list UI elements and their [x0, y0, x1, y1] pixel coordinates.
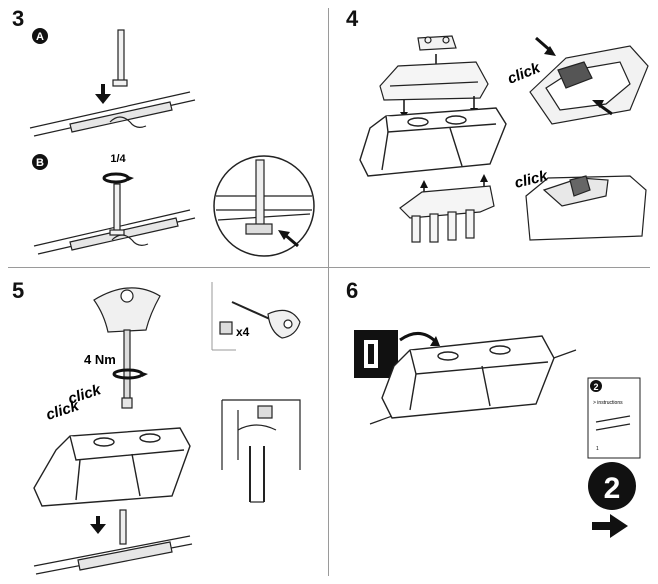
step-6-illustration: 2 > instructions 1 2: [354, 330, 641, 538]
t-bolt-a: [112, 29, 128, 87]
vertical-divider: [328, 8, 329, 576]
foot-cap: [379, 61, 489, 101]
pointer-arrow-icon: [535, 36, 613, 116]
quarter-turn-label: 1/4: [110, 153, 126, 165]
foot-assembly: [381, 335, 555, 419]
allen-key: [231, 301, 301, 339]
step-number: 4: [346, 6, 359, 31]
nut: [219, 321, 233, 335]
roof-bar-a: [29, 91, 196, 137]
sub-step-b-badge: [32, 154, 48, 170]
sub-step-a-badge: [32, 28, 48, 44]
seal-inset: [354, 330, 398, 378]
torque-key: [93, 287, 161, 401]
foot-assembly: [33, 427, 191, 507]
torque-label: 4 Nm: [84, 352, 116, 367]
step-5-panel: 5 4 Nm click click: [0, 270, 328, 584]
down-arrow-icon: [403, 96, 475, 114]
booklet-bars: [595, 415, 631, 431]
step-number: 5: [12, 278, 25, 303]
top-clip: [417, 35, 457, 51]
rotate-arrow-icon: [102, 172, 130, 184]
sub-step-b-label: B: [36, 157, 44, 169]
booklet-badge: [590, 380, 602, 392]
step-number: 6: [346, 278, 359, 303]
step-6-panel: 6 2 > instructions: [330, 270, 658, 584]
step-4-illustration: click click: [359, 35, 649, 243]
step-5-illustration: 4 Nm click click: [33, 282, 301, 575]
step-number: 3: [12, 6, 25, 31]
detail-top-right: [529, 45, 649, 125]
bolt: [121, 397, 133, 409]
t-bolt-b: [109, 183, 125, 236]
next-step-badge: [588, 462, 636, 510]
down-arrow-icon: [95, 84, 111, 104]
vehicle-detail: [221, 399, 301, 503]
roof-bar: [33, 509, 193, 575]
inset-divider: [211, 282, 236, 351]
detail-bottom-right: [525, 175, 647, 241]
sub-step-a-label: A: [36, 31, 44, 43]
pointer-arrow-icon: [278, 230, 299, 248]
detail-content: [216, 159, 312, 235]
pointer-arrow-icon: [399, 332, 440, 346]
bottom-clip: [399, 185, 495, 243]
click-label: click: [505, 59, 543, 88]
down-arrow-icon: [90, 516, 106, 534]
horizontal-divider: [8, 267, 650, 268]
booklet-page: 1: [596, 446, 599, 452]
next-step-number: 2: [604, 472, 621, 505]
step-4-panel: 4: [330, 0, 658, 266]
foot-body: [359, 107, 507, 177]
booklet-title: > instructions: [593, 400, 623, 406]
next-arrow-icon: [592, 514, 628, 538]
booklet-badge-label: 2: [593, 382, 598, 392]
click-label-2: click: [66, 381, 104, 408]
step-3-illustration: A B 1/4: [29, 28, 315, 257]
step-3-panel: 3 A B 1/4: [0, 0, 328, 266]
quantity-label: x4: [236, 325, 250, 339]
